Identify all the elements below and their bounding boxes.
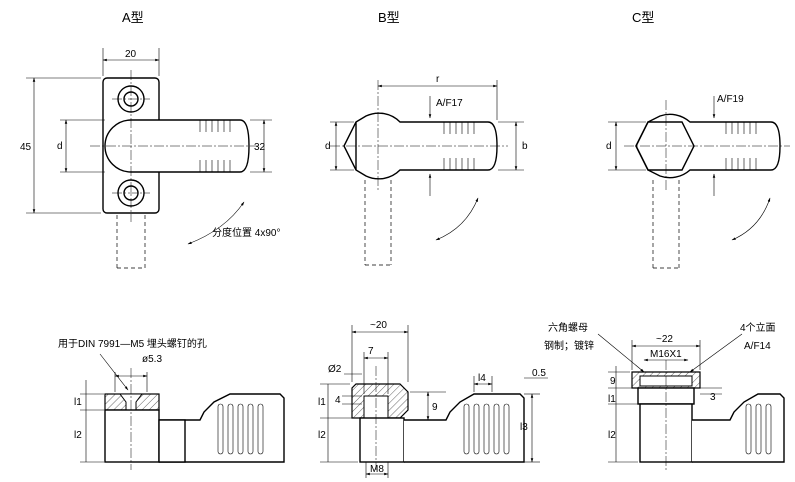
type-a-top-view: 20 45 d 32 分度位置 4x90°: [20, 48, 280, 269]
dim-b-4: 4: [335, 395, 341, 406]
note-c-faces-1: 4个立面: [740, 321, 776, 334]
dim-b-05: 0.5: [532, 368, 546, 379]
dim-a-bolt-dia: ø5.3: [142, 354, 162, 365]
dim-c-thread: M16X1: [650, 349, 682, 360]
type-c-side-view: 六角螺母 钢制；镀锌 4个立面 A/F14 ~22 M16X1 9 l1 l2 …: [544, 321, 785, 470]
type-b-top-view: r A/F17 d b: [325, 74, 528, 266]
dim-a-width: 20: [125, 49, 137, 60]
note-a-bolt: 用于DIN 7991—M5 埋头螺钉的孔: [58, 337, 207, 350]
type-a-side-view: 用于DIN 7991—M5 埋头螺钉的孔 ø5.3 l1 l2: [58, 337, 285, 470]
dim-b-l2: l2: [318, 430, 326, 441]
title-type-b: B型: [378, 10, 400, 25]
note-c-nut-1: 六角螺母: [548, 322, 588, 334]
type-b-side-view: ~20 7 Ø2 l1 4 l2 l4 0.5 9 l3: [318, 320, 548, 478]
note-c-nut-2: 钢制；镀锌: [544, 339, 594, 352]
dim-b-l3: l3: [520, 422, 528, 433]
dim-b-m8: M8: [370, 464, 384, 475]
dim-c-width: ~22: [656, 334, 673, 345]
dim-a-d: d: [57, 141, 63, 152]
dim-c-l1: l1: [608, 394, 616, 405]
dim-b-d: d: [325, 141, 331, 152]
dim-b-b: b: [522, 141, 528, 152]
dim-c-af: A/F19: [717, 94, 744, 105]
dim-a-height: 45: [20, 142, 32, 153]
title-type-c: C型: [632, 10, 654, 25]
dim-b-7: 7: [368, 346, 374, 357]
dim-c-9: 9: [610, 376, 616, 387]
dim-b-d2: Ø2: [328, 364, 342, 375]
dim-a-l2: l2: [74, 430, 82, 441]
note-c-faces-2: A/F14: [744, 341, 771, 352]
dim-b-l1: l1: [318, 397, 326, 408]
dim-b-l4: l4: [478, 373, 486, 384]
type-c-top-view: A/F19 d: [606, 94, 790, 269]
dim-c-d: d: [606, 141, 612, 152]
dim-b-af: A/F17: [436, 98, 463, 109]
dim-c-l2: l2: [608, 430, 616, 441]
dim-a-length: 32: [254, 142, 266, 153]
dim-c-3: 3: [710, 392, 716, 403]
dim-a-l1: l1: [74, 397, 82, 408]
dim-b-r: r: [436, 74, 440, 85]
dim-b-9: 9: [432, 402, 438, 413]
dim-b-width: ~20: [370, 320, 387, 331]
note-a-index: 分度位置 4x90°: [212, 226, 280, 239]
title-type-a: A型: [122, 10, 144, 25]
